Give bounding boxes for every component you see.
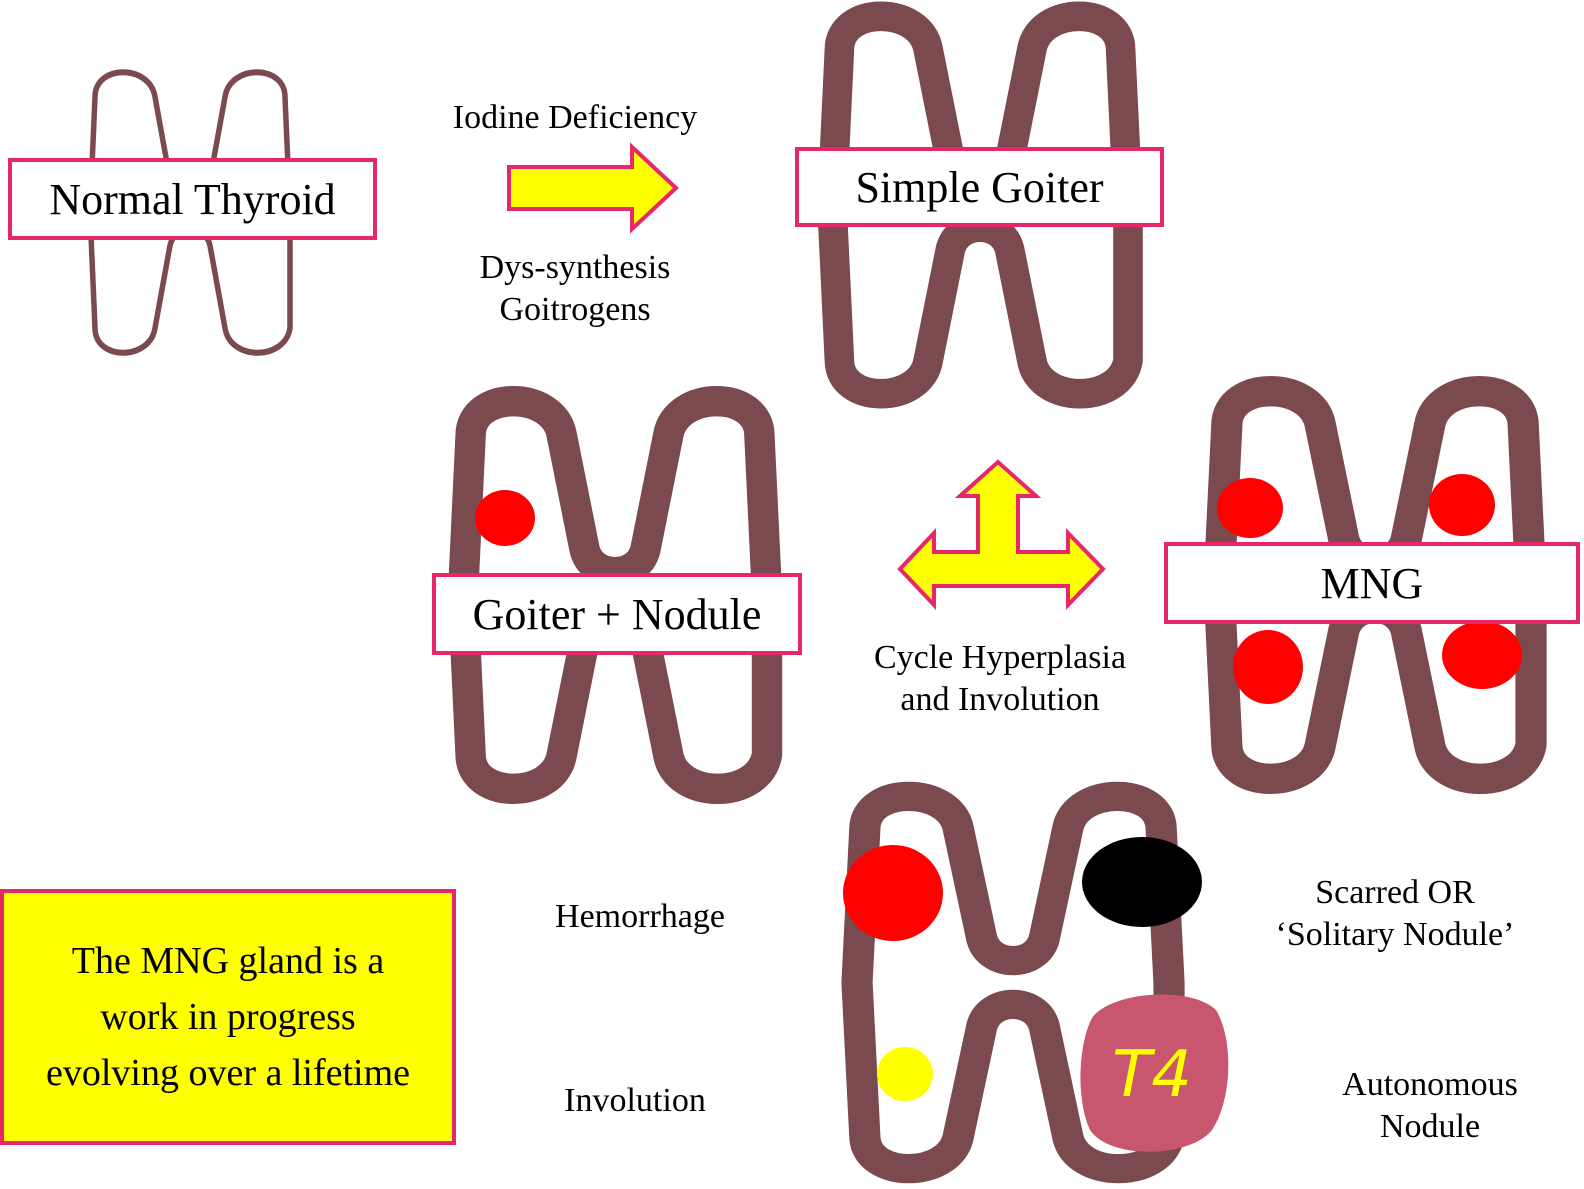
iodine-deficiency-label: Iodine Deficiency <box>430 97 720 139</box>
scarred-label-line-2: ‘Solitary Nodule’ <box>1260 914 1530 956</box>
note-text: The MNG gland is a work in progress evol… <box>46 933 410 1101</box>
nodule-red-single <box>475 490 535 546</box>
note-line-1: The MNG gland is a <box>46 933 410 989</box>
goiter-nodule-label: Goiter + Nodule <box>473 589 762 640</box>
normal-thyroid-label: Normal Thyroid <box>49 174 335 225</box>
cycle-label-line-2: and Involution <box>840 679 1160 721</box>
scarred-label-line-1: Scarred OR <box>1260 872 1530 914</box>
scarred-nodule <box>1082 837 1202 927</box>
goiter-nodule-label-box: Goiter + Nodule <box>432 573 802 655</box>
cycle-label-line-1: Cycle Hyperplasia <box>840 637 1160 679</box>
hemorrhage-nodule <box>843 845 943 941</box>
mng-label: MNG <box>1321 558 1424 609</box>
note-box: The MNG gland is a work in progress evol… <box>0 889 456 1145</box>
three-way-arrow <box>900 462 1103 605</box>
simple-goiter-label-box: Simple Goiter <box>795 147 1164 227</box>
note-line-2: work in progress <box>46 989 410 1045</box>
goitrogens-label: Goitrogens <box>430 289 720 331</box>
autonomous-label-line-2: Nodule <box>1310 1106 1550 1148</box>
autonomous-label-line-1: Autonomous <box>1310 1064 1550 1106</box>
mng-label-box: MNG <box>1164 542 1580 624</box>
simple-goiter-label: Simple Goiter <box>855 162 1103 213</box>
dys-synthesis-label: Dys-synthesis <box>430 247 720 289</box>
involution-label: Involution <box>520 1080 750 1122</box>
note-line-3: evolving over a lifetime <box>46 1045 410 1101</box>
hemorrhage-label: Hemorrhage <box>520 896 760 938</box>
t4-label: T4 <box>1112 1038 1192 1112</box>
mng-nodule-lower-left <box>1233 630 1303 704</box>
mng-nodule-upper-left <box>1217 478 1283 538</box>
mng-nodule-upper-right <box>1429 474 1495 536</box>
involution-nodule <box>877 1047 933 1101</box>
mng-nodule-lower-right <box>1442 621 1522 689</box>
right-arrow <box>509 147 676 229</box>
normal-thyroid-label-box: Normal Thyroid <box>8 158 377 240</box>
